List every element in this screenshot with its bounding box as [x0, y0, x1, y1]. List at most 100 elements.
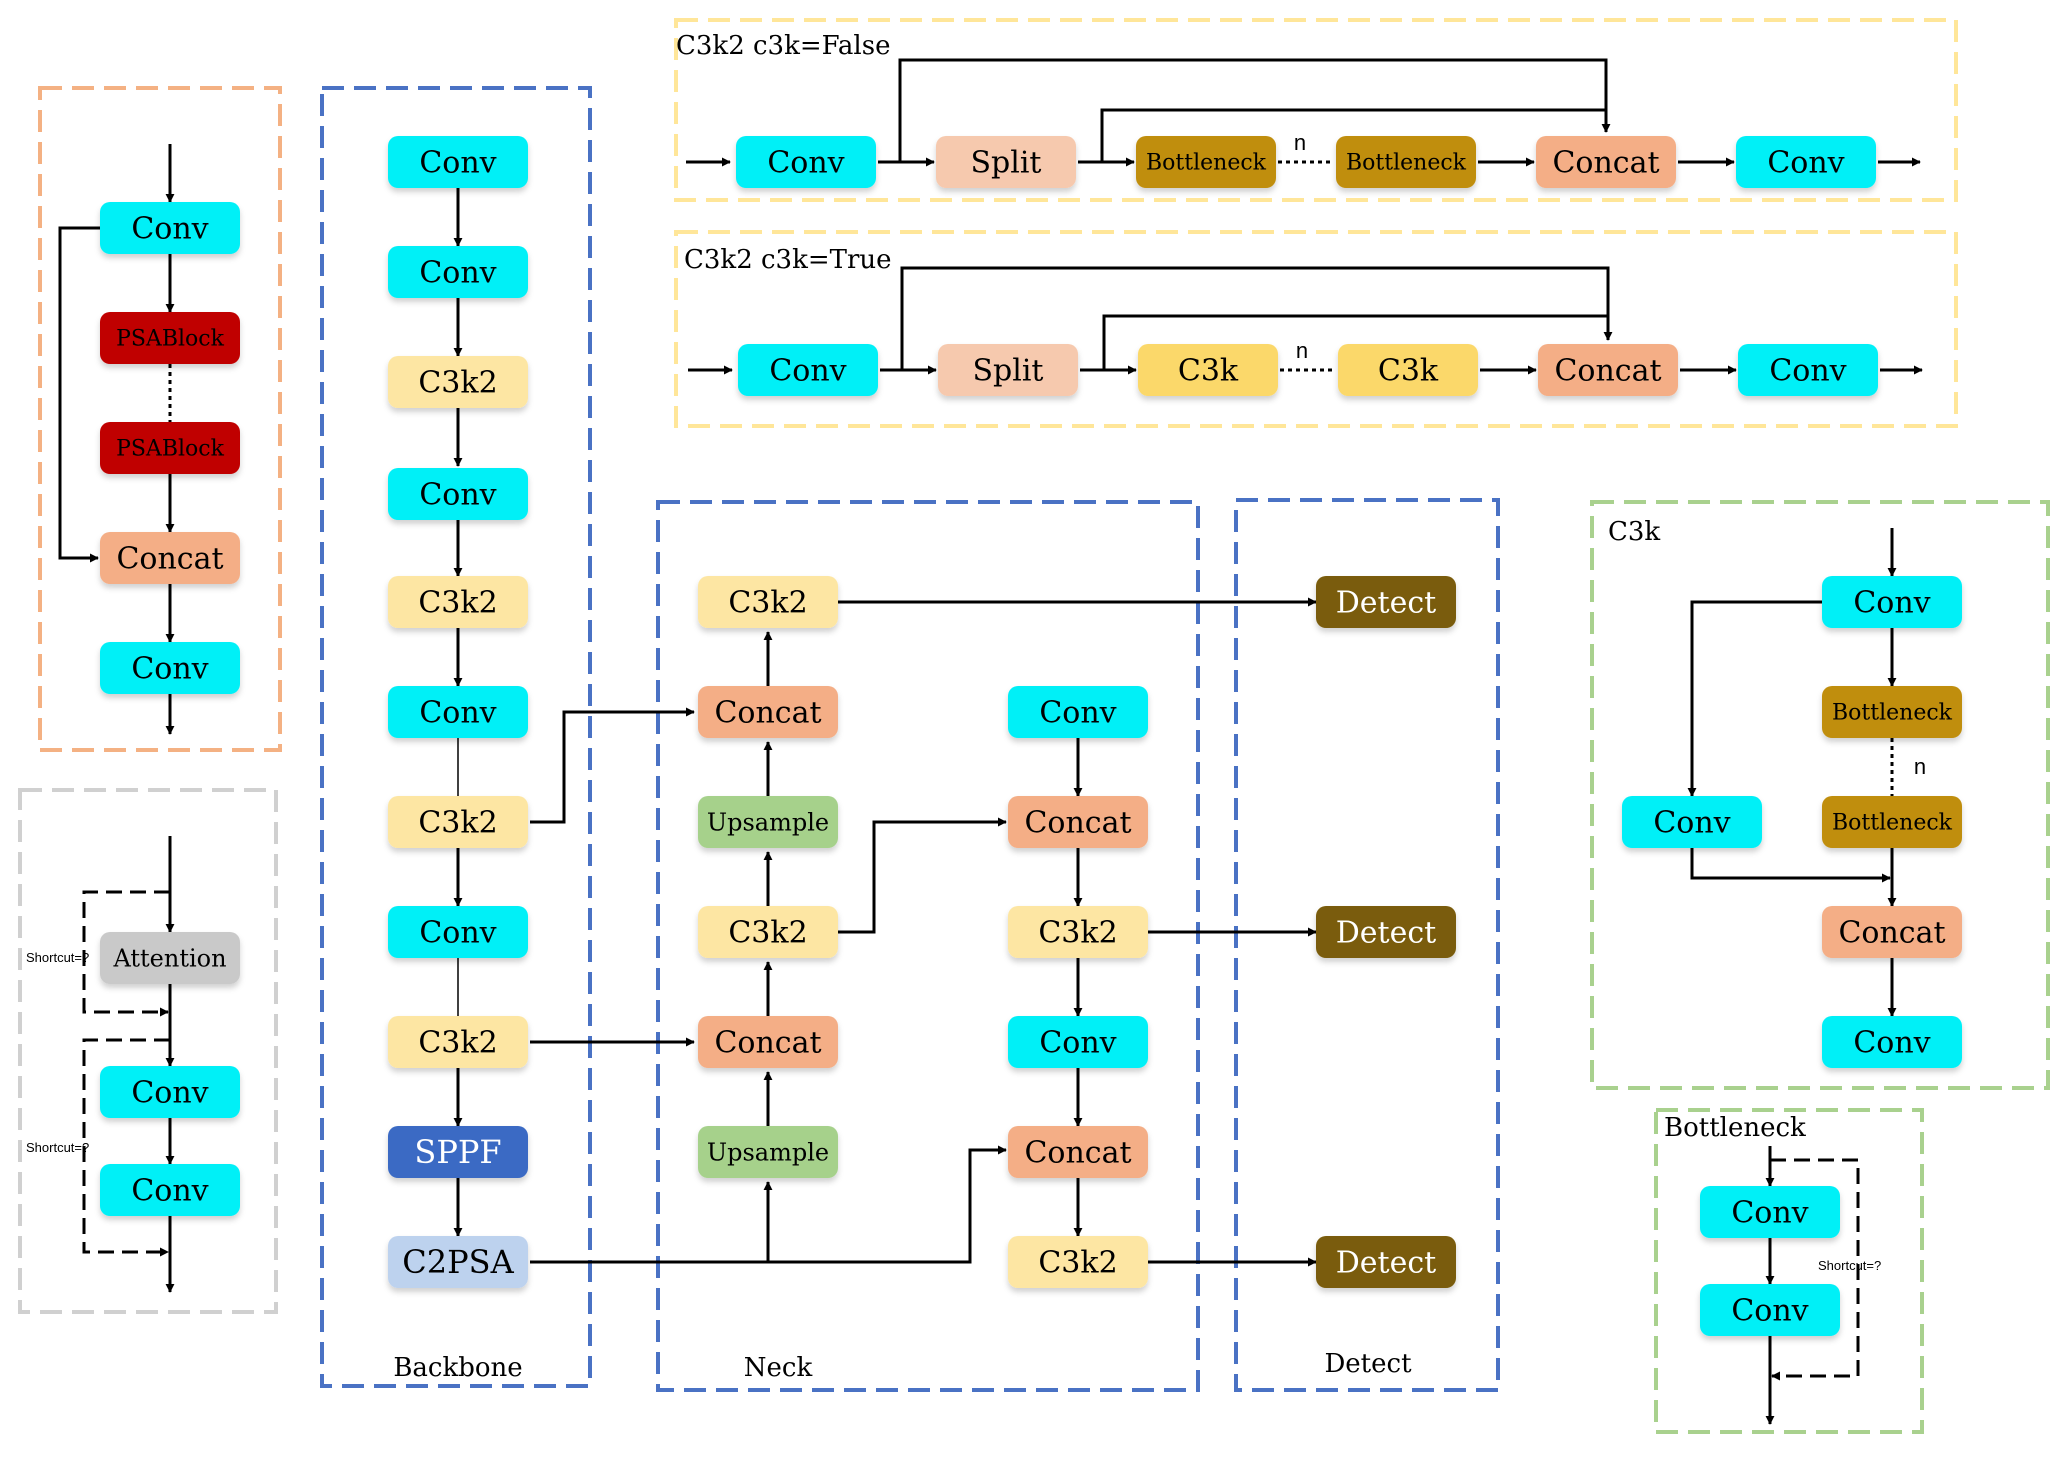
neck-upsample-1-box — [698, 796, 838, 848]
backbone-conv-3-label: Conv — [419, 478, 496, 513]
backbone-conv-2-label: Conv — [419, 256, 496, 291]
neck-concat-4-label: Concat — [1024, 1136, 1131, 1171]
c3k-conv-left-box — [1622, 796, 1762, 848]
c2psa-conv-bottom: Conv — [100, 642, 240, 694]
c3k-bottleneck-2-box — [1822, 796, 1962, 848]
c2psa-psablock-1-box — [100, 312, 240, 364]
backbone-frame — [320, 86, 592, 1388]
psa-conv-2: Conv — [100, 1164, 240, 1216]
c2psa-conv-bottom-box — [100, 642, 240, 694]
neck-c3k2-mid-box — [698, 906, 838, 958]
c3k2f-bottleneck-1-box — [1136, 136, 1276, 188]
psa-conv-1-label: Conv — [131, 1076, 208, 1111]
neck-concat-4: Concat — [1008, 1126, 1148, 1178]
backbone-conv-5-box — [388, 906, 528, 958]
backbone-conv-3-box — [388, 468, 528, 520]
backbone-conv-2-box — [388, 246, 528, 298]
c3k2f-concat-label: Concat — [1552, 146, 1659, 181]
backbone-c3k2-1-box — [388, 356, 528, 408]
backbone-c3k2-2-box — [388, 576, 528, 628]
c3k2t-c3k-1: C3k — [1138, 344, 1278, 396]
c3k2f-concat: Concat — [1536, 136, 1676, 188]
backbone-conv-5: Conv — [388, 906, 528, 958]
c2psa-conv-top-box — [100, 202, 240, 254]
c3k2f-bottleneck-2: Bottleneck — [1336, 136, 1476, 188]
neck-upsample-1-label: Upsample — [707, 808, 829, 836]
c2psa-conv-top-label: Conv — [131, 212, 208, 247]
c3k2-true-title: C3k2 c3k=True — [684, 245, 892, 275]
c3k-bottleneck-1-label: Bottleneck — [1832, 701, 1953, 726]
neck-c3k2-mid-label: C3k2 — [728, 916, 807, 951]
c3k-frame — [1590, 500, 2050, 1090]
c3k2f-bottleneck-2-box — [1336, 136, 1476, 188]
neck-concat-3-label: Concat — [1024, 806, 1131, 841]
c3k-concat-label: Concat — [1838, 916, 1945, 951]
neck-c3k2-top-box — [698, 576, 838, 628]
bottleneck-conv-2: Conv — [1700, 1284, 1840, 1336]
backbone-c3k2-3: C3k2 — [388, 796, 528, 848]
c3k2f-bottleneck-2-label: Bottleneck — [1346, 151, 1467, 176]
n-label-false: n — [1294, 130, 1306, 155]
backbone-c3k2-2-label: C3k2 — [418, 586, 497, 621]
psa-attention: Attention — [100, 932, 240, 984]
psa-block-frame — [18, 788, 278, 1314]
neck-conv-1-label: Conv — [1039, 696, 1116, 731]
bottleneck-conv-2-label: Conv — [1731, 1294, 1808, 1329]
c2psa-psablock-1: PSABlock — [100, 312, 240, 364]
backbone-c2psa-label: C2PSA — [402, 1243, 514, 1281]
neck-concat-3-box — [1008, 796, 1148, 848]
n-label-c3k: n — [1914, 754, 1926, 779]
neck-c3k2-right-2-box — [1008, 1236, 1148, 1288]
c3k2t-split-box — [938, 344, 1078, 396]
backbone-sppf-label: SPPF — [414, 1133, 501, 1171]
neck-upsample-1: Upsample — [698, 796, 838, 848]
c2psa-conv-bottom-label: Conv — [131, 652, 208, 687]
backbone-conv-3: Conv — [388, 468, 528, 520]
c2psa-psablock-2-box — [100, 422, 240, 474]
c2psa-psablock-2: PSABlock — [100, 422, 240, 474]
psa-conv-1: Conv — [100, 1066, 240, 1118]
detect-head-3-label: Detect — [1336, 1246, 1436, 1281]
c3k2t-split-label: Split — [972, 354, 1043, 389]
bottleneck-conv-1-box — [1700, 1186, 1840, 1238]
c3k2t-c3k-1-box — [1138, 344, 1278, 396]
c3k2f-split-box — [936, 136, 1076, 188]
backbone-c3k2-2: C3k2 — [388, 576, 528, 628]
c3k2t-conv-2-box — [1738, 344, 1878, 396]
backbone-c3k2-1-label: C3k2 — [418, 366, 497, 401]
detect-head-2: Detect — [1316, 906, 1456, 958]
c3k-conv-top-label: Conv — [1853, 586, 1930, 621]
nodes: ConvPSABlockPSABlockConcatConvAttentionC… — [100, 136, 1962, 1336]
psa-conv-2-box — [100, 1164, 240, 1216]
c3k-conv-top-box — [1822, 576, 1962, 628]
c2psa-frame — [38, 86, 282, 752]
neck-c3k2-top: C3k2 — [698, 576, 838, 628]
backbone-sppf: SPPF — [388, 1126, 528, 1178]
c2psa-concat: Concat — [100, 532, 240, 584]
bottleneck-conv-1: Conv — [1700, 1186, 1840, 1238]
c3k2f-split-label: Split — [970, 146, 1041, 181]
neck-upsample-2-box — [698, 1126, 838, 1178]
neck-c3k2-right-1-box — [1008, 906, 1148, 958]
c3k-conv-bottom: Conv — [1822, 1016, 1962, 1068]
c3k2t-split: Split — [938, 344, 1078, 396]
c3k-conv-top: Conv — [1822, 576, 1962, 628]
c3k-concat-box — [1822, 906, 1962, 958]
neck-concat-2: Concat — [698, 1016, 838, 1068]
c3k2-false-frame — [674, 18, 1958, 202]
c3k2t-conv-1-box — [738, 344, 878, 396]
detect-head-1: Detect — [1316, 576, 1456, 628]
c2psa-concat-box — [100, 532, 240, 584]
neck-concat-1-label: Concat — [714, 696, 821, 731]
detect-head-1-label: Detect — [1336, 586, 1436, 621]
neck-concat-3: Concat — [1008, 796, 1148, 848]
psa-attention-label: Attention — [112, 944, 226, 972]
c3k2t-concat: Concat — [1538, 344, 1678, 396]
backbone-conv-1: Conv — [388, 136, 528, 188]
n-label-true: n — [1296, 338, 1308, 363]
c3k2t-conv-2-label: Conv — [1769, 354, 1846, 389]
psa-conv-2-label: Conv — [131, 1174, 208, 1209]
detect-head-2-label: Detect — [1336, 916, 1436, 951]
backbone-c2psa: C2PSA — [388, 1236, 528, 1288]
